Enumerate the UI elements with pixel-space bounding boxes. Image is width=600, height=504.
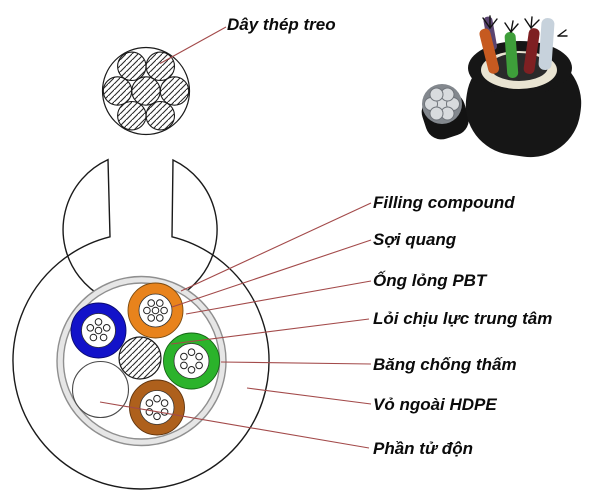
label-filler-element: Phần tử độn xyxy=(373,439,473,458)
leader-filling-compound xyxy=(180,202,372,292)
filler-element xyxy=(71,360,130,419)
label-water-blocking-tape: Băng chống thấm xyxy=(373,355,517,374)
loose-tube-orange xyxy=(127,282,184,339)
central-strength-member xyxy=(118,336,162,380)
label-hdpe-outer-jacket: Vỏ ngoài HDPE xyxy=(373,395,497,414)
fiber-dots xyxy=(143,299,168,322)
fiber-dots xyxy=(180,348,203,374)
leader-pbt-tube xyxy=(185,280,372,315)
label-optical-fiber: Sợi quang xyxy=(373,230,457,249)
loose-tube-blue xyxy=(70,302,127,359)
leader-optical-fiber xyxy=(171,239,372,308)
label-central-strength-member: Lỏi chịu lực trung tâm xyxy=(373,309,553,328)
label-filling-compound: Filling compound xyxy=(373,193,515,212)
label-pbt-loose-tube: Ống lỏng PBT xyxy=(373,271,487,290)
label-steel-messenger-wire: Dây thép treo xyxy=(227,15,336,34)
leader-blocking-tape xyxy=(220,361,372,365)
fiber-dots xyxy=(145,394,169,421)
loose-tube-brown xyxy=(129,379,185,436)
loose-tube-green xyxy=(163,332,220,390)
leader-steel-wire xyxy=(159,26,227,64)
cable-product-photo xyxy=(418,15,588,158)
leader-strength-member xyxy=(170,318,370,345)
fiber-dots xyxy=(86,318,111,342)
leader-filler-element xyxy=(99,401,370,449)
steel-wire-bundle xyxy=(101,46,191,136)
leader-hdpe-jacket xyxy=(246,387,372,405)
leader-lines xyxy=(99,26,372,449)
